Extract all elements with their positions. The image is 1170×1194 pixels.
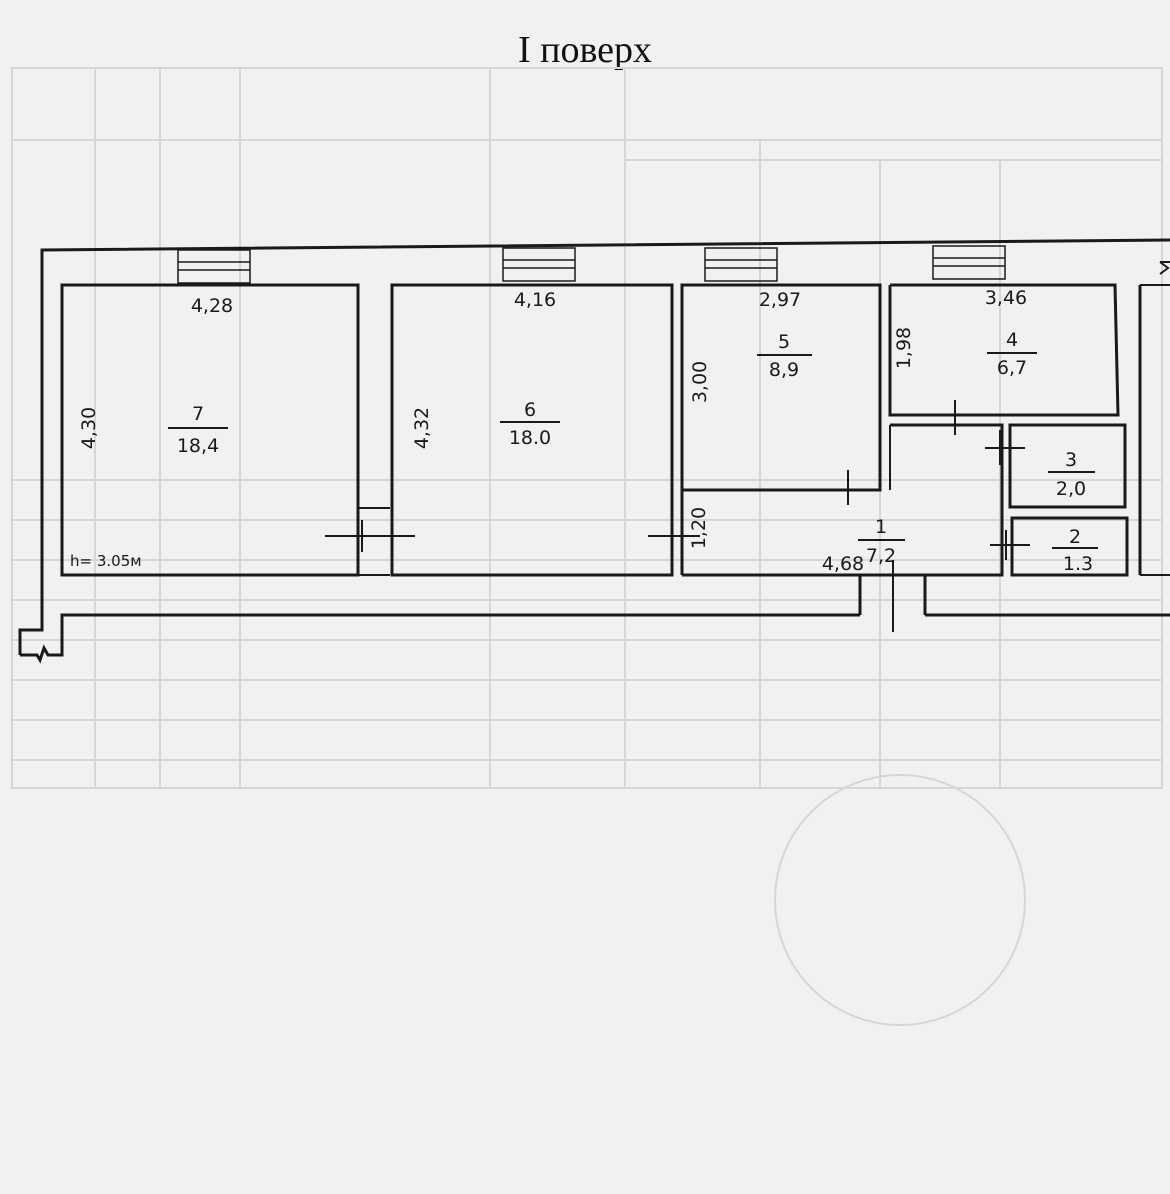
room-7-width: 4,28 (191, 295, 233, 317)
room-5-length: 3,00 (689, 361, 711, 403)
room-6-outline (390, 283, 674, 577)
room-6-width: 4,16 (514, 289, 556, 311)
room-4-length: 1,98 (893, 327, 915, 369)
exterior-walls (18, 238, 1170, 664)
room-4-number: 4 (1006, 329, 1018, 351)
room-5-number: 5 (778, 331, 790, 353)
room-5-area: 8,9 (769, 359, 799, 381)
room-1-outline (682, 423, 1004, 577)
floor-title: I поверх (517, 29, 653, 71)
room-2-area: 1.3 (1063, 553, 1093, 575)
room-7-number: 7 (192, 403, 204, 425)
ceiling-height-note: h= 3.05м (70, 552, 142, 570)
room-3-number: 3 (1065, 449, 1077, 471)
room-3-outline (1008, 423, 1127, 509)
room-7-area: 18,4 (177, 435, 219, 457)
room-6-number: 6 (524, 399, 536, 421)
room-1-length: 1,20 (688, 507, 710, 549)
room-7-length: 4,30 (78, 407, 100, 449)
room-1-area: 7,2 (866, 545, 896, 567)
room-3-area: 2,0 (1056, 478, 1086, 500)
room-6-area: 18.0 (509, 427, 551, 449)
room-5-width: 2,97 (759, 289, 801, 311)
room-4-outline (888, 283, 1120, 417)
room-7-outline (60, 283, 360, 577)
room-5-outline (680, 283, 882, 575)
windows (177, 245, 1006, 284)
room-2-outline (1010, 516, 1129, 577)
door-ticks (325, 400, 1030, 632)
room-1-width: 4,68 (822, 553, 864, 575)
room-4-width: 3,46 (985, 287, 1027, 309)
room-2-number: 2 (1069, 526, 1081, 548)
room-4-area: 6,7 (997, 357, 1027, 379)
background-ghost-table (11, 67, 1163, 1026)
room-1-number: 1 (875, 516, 887, 538)
room-6-length: 4,32 (411, 407, 433, 449)
